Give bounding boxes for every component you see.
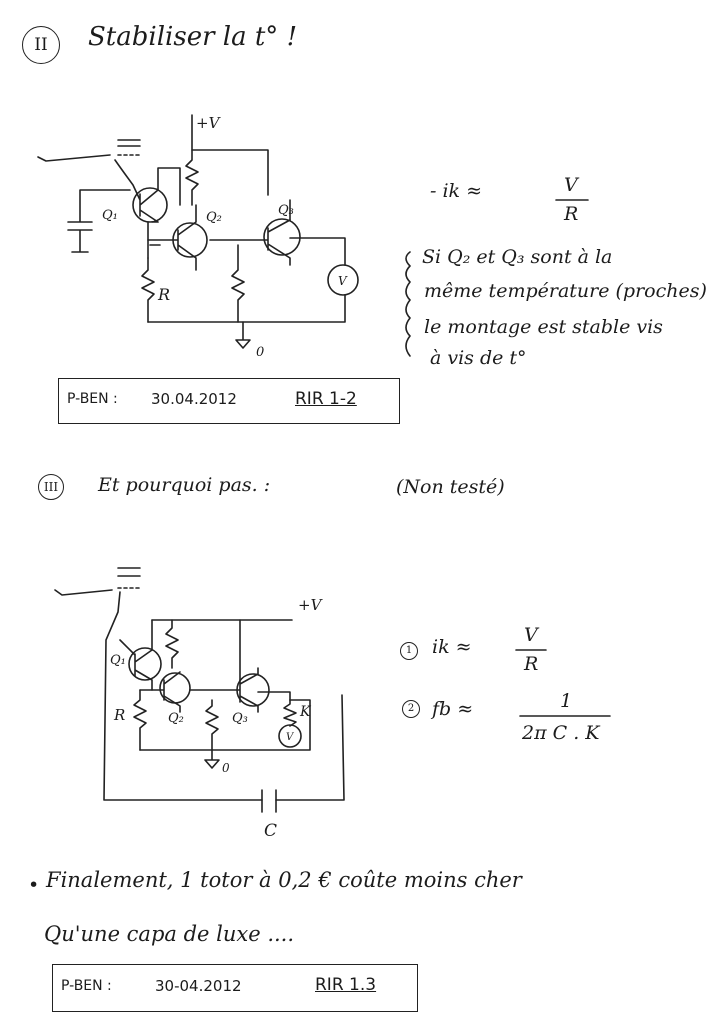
c2-label-q1: Q₁ (102, 208, 118, 223)
formula-3b-lhs: fb ≈ (432, 698, 474, 720)
c2-label-q2: Q₂ (206, 210, 222, 225)
c2-q1-emitter (147, 221, 161, 259)
formula-3b-numerator: 1 (560, 690, 573, 712)
c3-feedback-loop (103, 591, 345, 801)
c3-label-q3: Q₃ (232, 711, 248, 726)
formula-3b-denominator: 2π C . K (522, 722, 600, 744)
c2-q2-leads (147, 204, 197, 271)
c2-q3-transistor (263, 218, 301, 256)
section-3-subtitle: (Non testé) (396, 476, 505, 498)
formula-3a-lhs: ik ≈ (432, 636, 472, 658)
c2-label-q3: Q₃ (278, 203, 294, 218)
c3-ground-symbol (204, 749, 220, 769)
section-3-number: III (38, 474, 64, 500)
conclusion-line-2: Qu'une capa de luxe .... (44, 922, 295, 946)
c3-label-resistor-k: K (299, 704, 312, 720)
note-line-1: Si Q₂ et Q₃ sont à la (422, 246, 613, 268)
note-line-4: à vis de t° (430, 347, 527, 369)
c3-sensor-top (117, 567, 141, 577)
c2-resistor-r (141, 257, 155, 323)
c2-resistor-mid (231, 244, 245, 323)
note-line-2: même température (proches) (424, 280, 707, 302)
c2-capacitor (67, 189, 131, 253)
c2-q1-leads (114, 159, 159, 223)
stamp-1-author: P-BEN : (67, 391, 118, 407)
note-line-3: le montage est stable vis (424, 316, 663, 338)
c2-q3-output (289, 199, 346, 266)
c3-input-lead (54, 589, 113, 596)
section-2-title: Stabiliser la t° ! (88, 22, 298, 52)
c3-label-capacitor: C (264, 821, 277, 841)
stamp-2-date: 30-04.2012 (155, 977, 242, 995)
circuit-2 (37, 114, 359, 349)
formula-3b-index: 2 (402, 700, 420, 718)
c2-label-meter: V (338, 274, 348, 288)
c2-ground-symbol (235, 321, 251, 349)
formula-3a-denominator: R (524, 653, 539, 675)
c2-supply-rail (191, 114, 269, 196)
c3-resistor-mid (205, 699, 219, 751)
stamp-2-ref: RIR 1.3 (315, 975, 377, 995)
c3-resistor-k (283, 699, 297, 727)
c3-ground-rail (139, 699, 311, 751)
conclusion-bullet: • (28, 874, 40, 896)
c3-q3-transistor (236, 673, 270, 707)
formula-3a-numerator: V (524, 624, 538, 646)
c2-meter (327, 264, 359, 296)
c2-label-ground: 0 (256, 345, 264, 360)
formula-3a-index: 1 (400, 642, 418, 660)
c2-sensor-top (117, 139, 141, 147)
c3-q2-leads (139, 671, 181, 713)
circuit-3 (54, 567, 345, 813)
formula-2-numerator: V (564, 174, 578, 196)
c3-label-supply: +V (298, 596, 324, 614)
c2-label-resistor: R (157, 285, 170, 304)
conclusion-line-1: Finalement, 1 totor à 0,2 € coûte moins … (46, 868, 522, 892)
c2-q1-collector (157, 167, 181, 206)
c3-label-meter: V (286, 732, 295, 743)
c2-resistor-top (185, 149, 199, 206)
section-2-number: II (22, 26, 60, 64)
c2-q1-transistor (132, 187, 168, 223)
c2-ground-rail (147, 294, 346, 323)
c3-resistor-top (165, 619, 179, 669)
section-3-title: Et pourquoi pas. : (98, 474, 271, 496)
stamp-1-date: 30.04.2012 (151, 390, 237, 408)
c3-q1-transistor (128, 647, 162, 681)
c3-q1-leads (119, 619, 153, 691)
c3-label-q1: Q₁ (110, 653, 126, 668)
c3-q3-leads (189, 667, 291, 713)
stamp-2: P-BEN : 30-04.2012 RIR 1.3 (52, 964, 418, 1012)
c3-meter (278, 724, 302, 748)
stamp-1: P-BEN : 30.04.2012 RIR 1-2 (58, 378, 400, 424)
stamp-1-ref: RIR 1-2 (295, 389, 357, 409)
formula-2-lhs: - ik ≈ (430, 180, 483, 202)
c3-label-q2: Q₂ (168, 711, 184, 726)
c2-input-lead (37, 154, 111, 162)
c2-q3-leads (209, 219, 291, 266)
c3-label-resistor: R (113, 706, 125, 724)
c2-label-supply: +V (196, 114, 222, 132)
note-brace (405, 251, 411, 357)
formula-2-denominator: R (564, 203, 579, 225)
stamp-2-author: P-BEN : (61, 978, 112, 994)
c3-resistor-r (133, 689, 147, 751)
c3-capacitor (261, 789, 277, 813)
c3-label-ground: 0 (222, 761, 230, 775)
